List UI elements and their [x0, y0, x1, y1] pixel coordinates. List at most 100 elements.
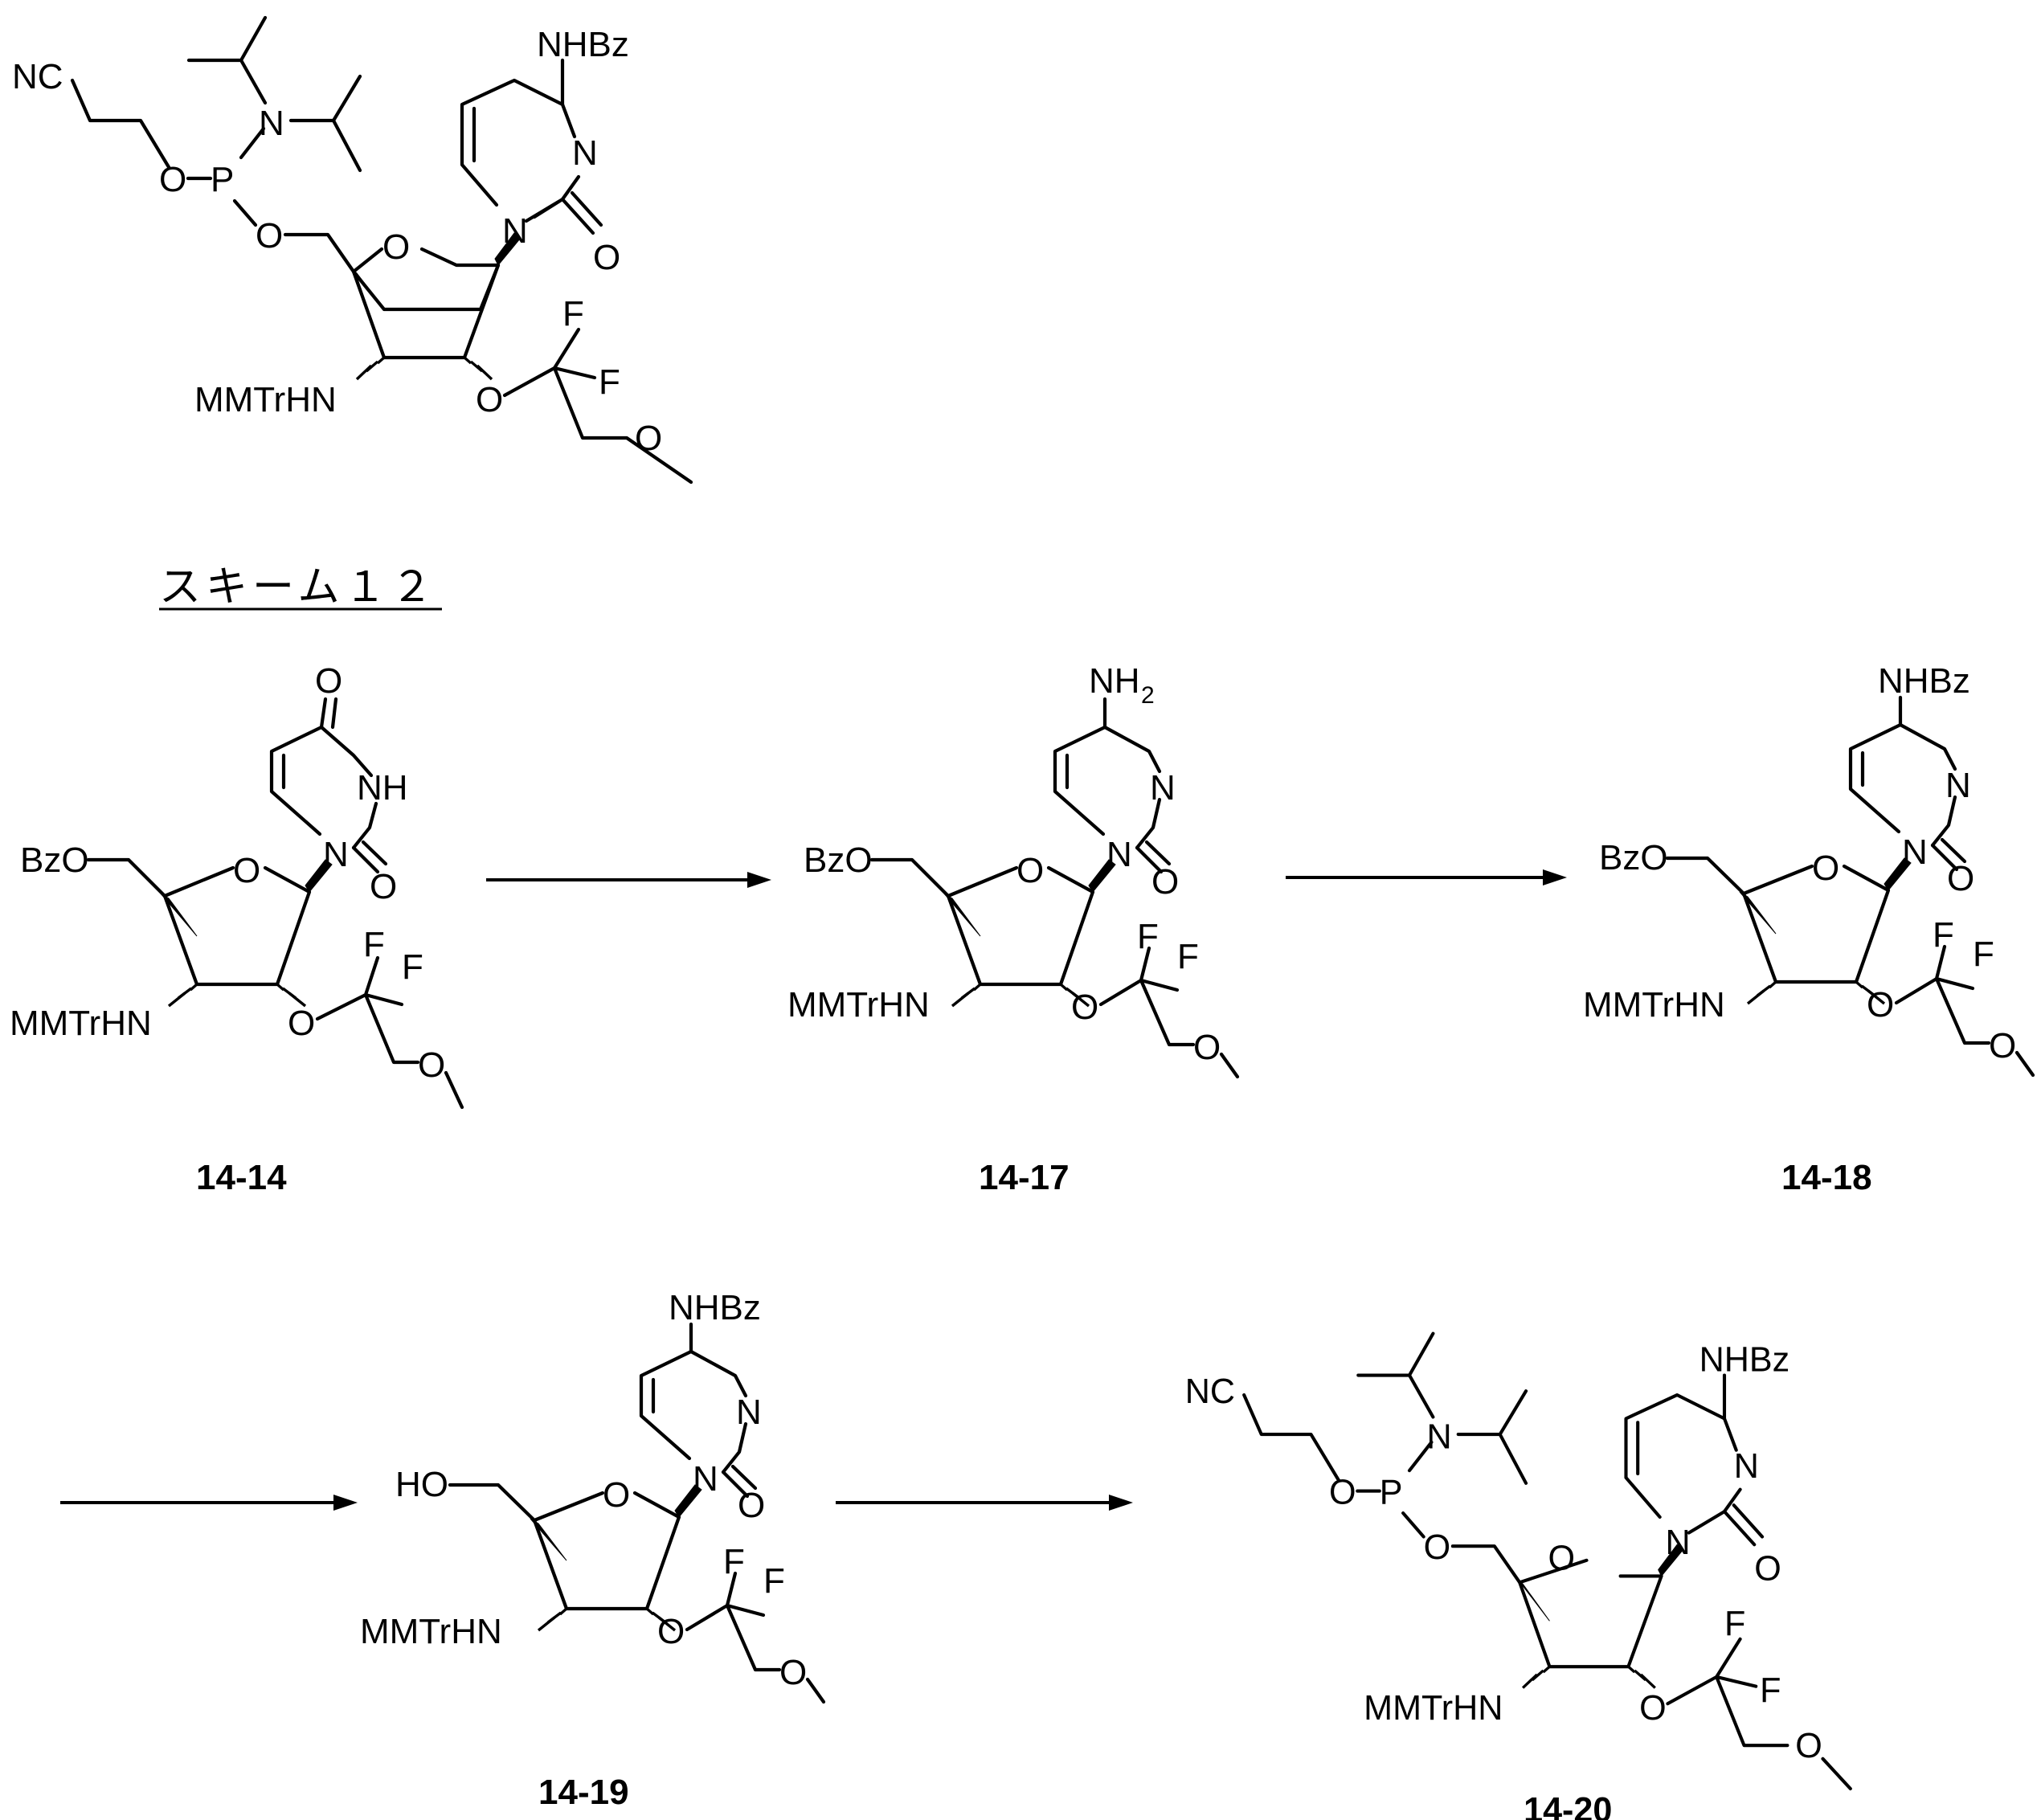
bond-base-ring [1851, 725, 1955, 845]
atom-f: F [723, 1542, 745, 1581]
molecule-14-18: BzO O MMTrHN O F F O N NHBz N O 14-18 [1583, 661, 2033, 1197]
bond-difluoro-chain [505, 329, 691, 482]
atom-n: N [1945, 766, 1971, 805]
atom-o: O [635, 419, 662, 458]
atom-nhbz: NHBz [1878, 661, 1970, 701]
atom-o: O [1867, 985, 1894, 1025]
atom-nh: NH [357, 768, 408, 808]
bond-chain [1244, 1395, 1339, 1480]
atom-nh2-subscript: 2 [1141, 682, 1155, 709]
arrow-14-17-to-14-18 [1286, 869, 1567, 885]
atom-p: P [211, 160, 234, 199]
bond-c2-o [562, 193, 601, 233]
atom-f: F [1724, 1605, 1745, 1643]
arrow-14-19-to-14-20 [836, 1495, 1133, 1511]
compound-label: 14-17 [979, 1158, 1070, 1197]
atom-n: N [1734, 1447, 1759, 1486]
atom-ho: HO [395, 1465, 448, 1504]
atom-n: N [259, 104, 284, 143]
atom-nhbz: NHBz [669, 1288, 761, 1327]
bond-c4-o [321, 699, 336, 727]
atom-n: N [693, 1459, 718, 1499]
atom-n: N [1902, 832, 1928, 872]
atom-nhbz: NHBz [537, 25, 629, 64]
scheme-heading: スキーム１２ [159, 563, 442, 611]
bond-c2-o [1724, 1505, 1762, 1544]
atom-o: O [1812, 849, 1839, 888]
bond-sugar [354, 265, 498, 309]
atom-f: F [1137, 917, 1159, 956]
atom-o: O [476, 380, 503, 419]
atom-f: F [599, 362, 620, 402]
molecule-14-19: HO O MMTrHN O F F O N NHBz N O 14-19 [360, 1288, 824, 1812]
arrow-14-18-to-14-19 [60, 1495, 358, 1511]
atom-o: O [779, 1653, 807, 1692]
atom-f: F [402, 947, 423, 987]
bond-o-c5 [285, 235, 354, 272]
atom-nc: NC [12, 57, 63, 96]
atom-o: O [1329, 1473, 1356, 1511]
hash-c2-o [277, 984, 305, 1006]
bond-chain [72, 80, 169, 167]
bond-o-c5 [1453, 1546, 1520, 1582]
atom-o: O [315, 661, 342, 701]
atom-o: O [657, 1612, 685, 1651]
arrow-14-14-to-14-17 [486, 872, 771, 888]
hash-c3-n [538, 1609, 566, 1630]
molecule-14-17: BzO O MMTrHN O F F O N NH 2 N O 14-17 [787, 661, 1237, 1197]
atom-mmtrhn: MMTrHN [1583, 985, 1725, 1025]
atom-n: N [323, 835, 349, 874]
atom-o: O [1071, 988, 1098, 1027]
atom-f: F [1760, 1671, 1781, 1710]
molecule-14-14: BzO O MMTrHN O F F O N O NH O 14-14 [10, 661, 462, 1197]
atom-nh2: NH [1089, 661, 1140, 701]
hash-c3-n [1523, 1667, 1549, 1687]
atom-n: N [736, 1393, 762, 1432]
atom-o: O [233, 851, 260, 890]
atom-o: O [370, 867, 397, 906]
atom-n: N [1150, 768, 1176, 808]
atom-f: F [763, 1561, 785, 1601]
atom-f: F [363, 925, 385, 964]
atom-f: F [1933, 915, 1954, 955]
bond-base-ring [1055, 727, 1160, 848]
bond-isopropyl-right [1458, 1391, 1526, 1483]
bond-c5 [872, 860, 948, 896]
bond-base-ring [641, 1352, 746, 1472]
atom-n: N [502, 211, 528, 251]
atom-n: N [572, 133, 598, 173]
atom-bzo: BzO [804, 840, 873, 880]
bond-c5 [1667, 858, 1744, 894]
hash-c2-o [1628, 1667, 1654, 1687]
atom-o: O [738, 1486, 765, 1525]
bond-c5 [450, 1485, 534, 1520]
atom-mmtrhn: MMTrHN [194, 380, 337, 419]
atom-bzo: BzO [1599, 838, 1668, 877]
atom-bzo: BzO [20, 840, 89, 880]
atom-n: N [1427, 1418, 1452, 1457]
atom-mmtrhn: MMTrHN [10, 1004, 152, 1043]
bond-c5 [88, 860, 165, 896]
atom-nhbz: NHBz [1699, 1341, 1790, 1380]
compound-label: 14-20 [1524, 1791, 1612, 1820]
bond-isopropyl-left [189, 18, 265, 103]
atom-o: O [1947, 859, 1974, 898]
hash-c3-n [1748, 982, 1776, 1004]
molecule-top: NC O P N O O MMTrHN O F [12, 18, 691, 482]
bond-p-o2 [1403, 1513, 1423, 1536]
hash-c3-n [357, 358, 384, 379]
compound-label: 14-14 [196, 1158, 287, 1197]
atom-o: O [418, 1045, 445, 1085]
atom-o: O [1193, 1028, 1221, 1067]
atom-o: O [256, 216, 283, 256]
atom-f: F [562, 294, 584, 333]
bond-c3-c2 [384, 265, 498, 358]
atom-o: O [593, 238, 620, 277]
scheme-heading-text: スキーム１２ [159, 563, 437, 611]
atom-o: O [1639, 1689, 1667, 1728]
bond-difluoro-chain [317, 958, 462, 1107]
hash-c3-n [169, 984, 197, 1006]
bond-isopropyl-right [291, 76, 360, 170]
atom-o: O [1989, 1026, 2016, 1065]
